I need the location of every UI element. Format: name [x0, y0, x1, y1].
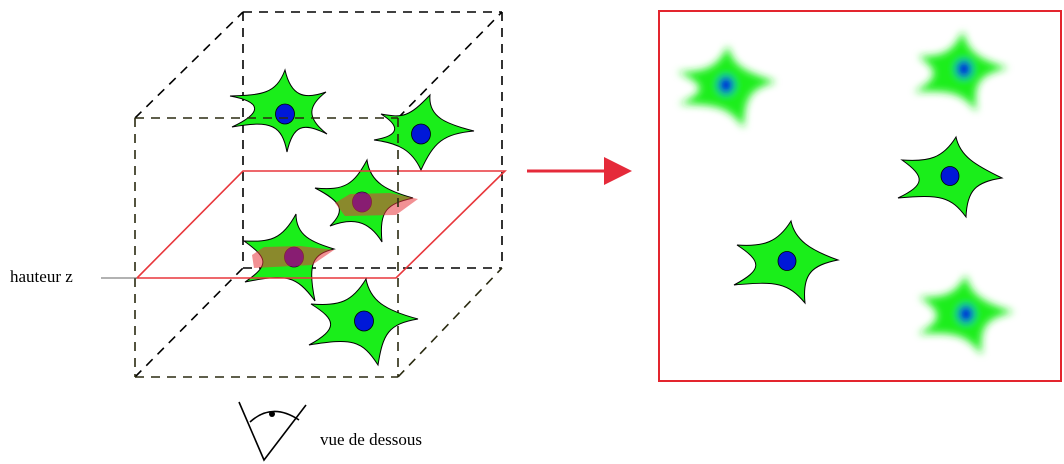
focal-plane [137, 171, 505, 278]
cell-bottom [309, 279, 418, 365]
arrow-right-icon [527, 157, 632, 185]
height-label: hauteur z [10, 267, 73, 287]
volume-cube-back [135, 12, 502, 377]
bottom-view-label: vue de dessous [320, 430, 422, 450]
cell-top-left [230, 70, 327, 152]
eye-icon [239, 402, 306, 460]
cell-top-right [374, 95, 474, 170]
